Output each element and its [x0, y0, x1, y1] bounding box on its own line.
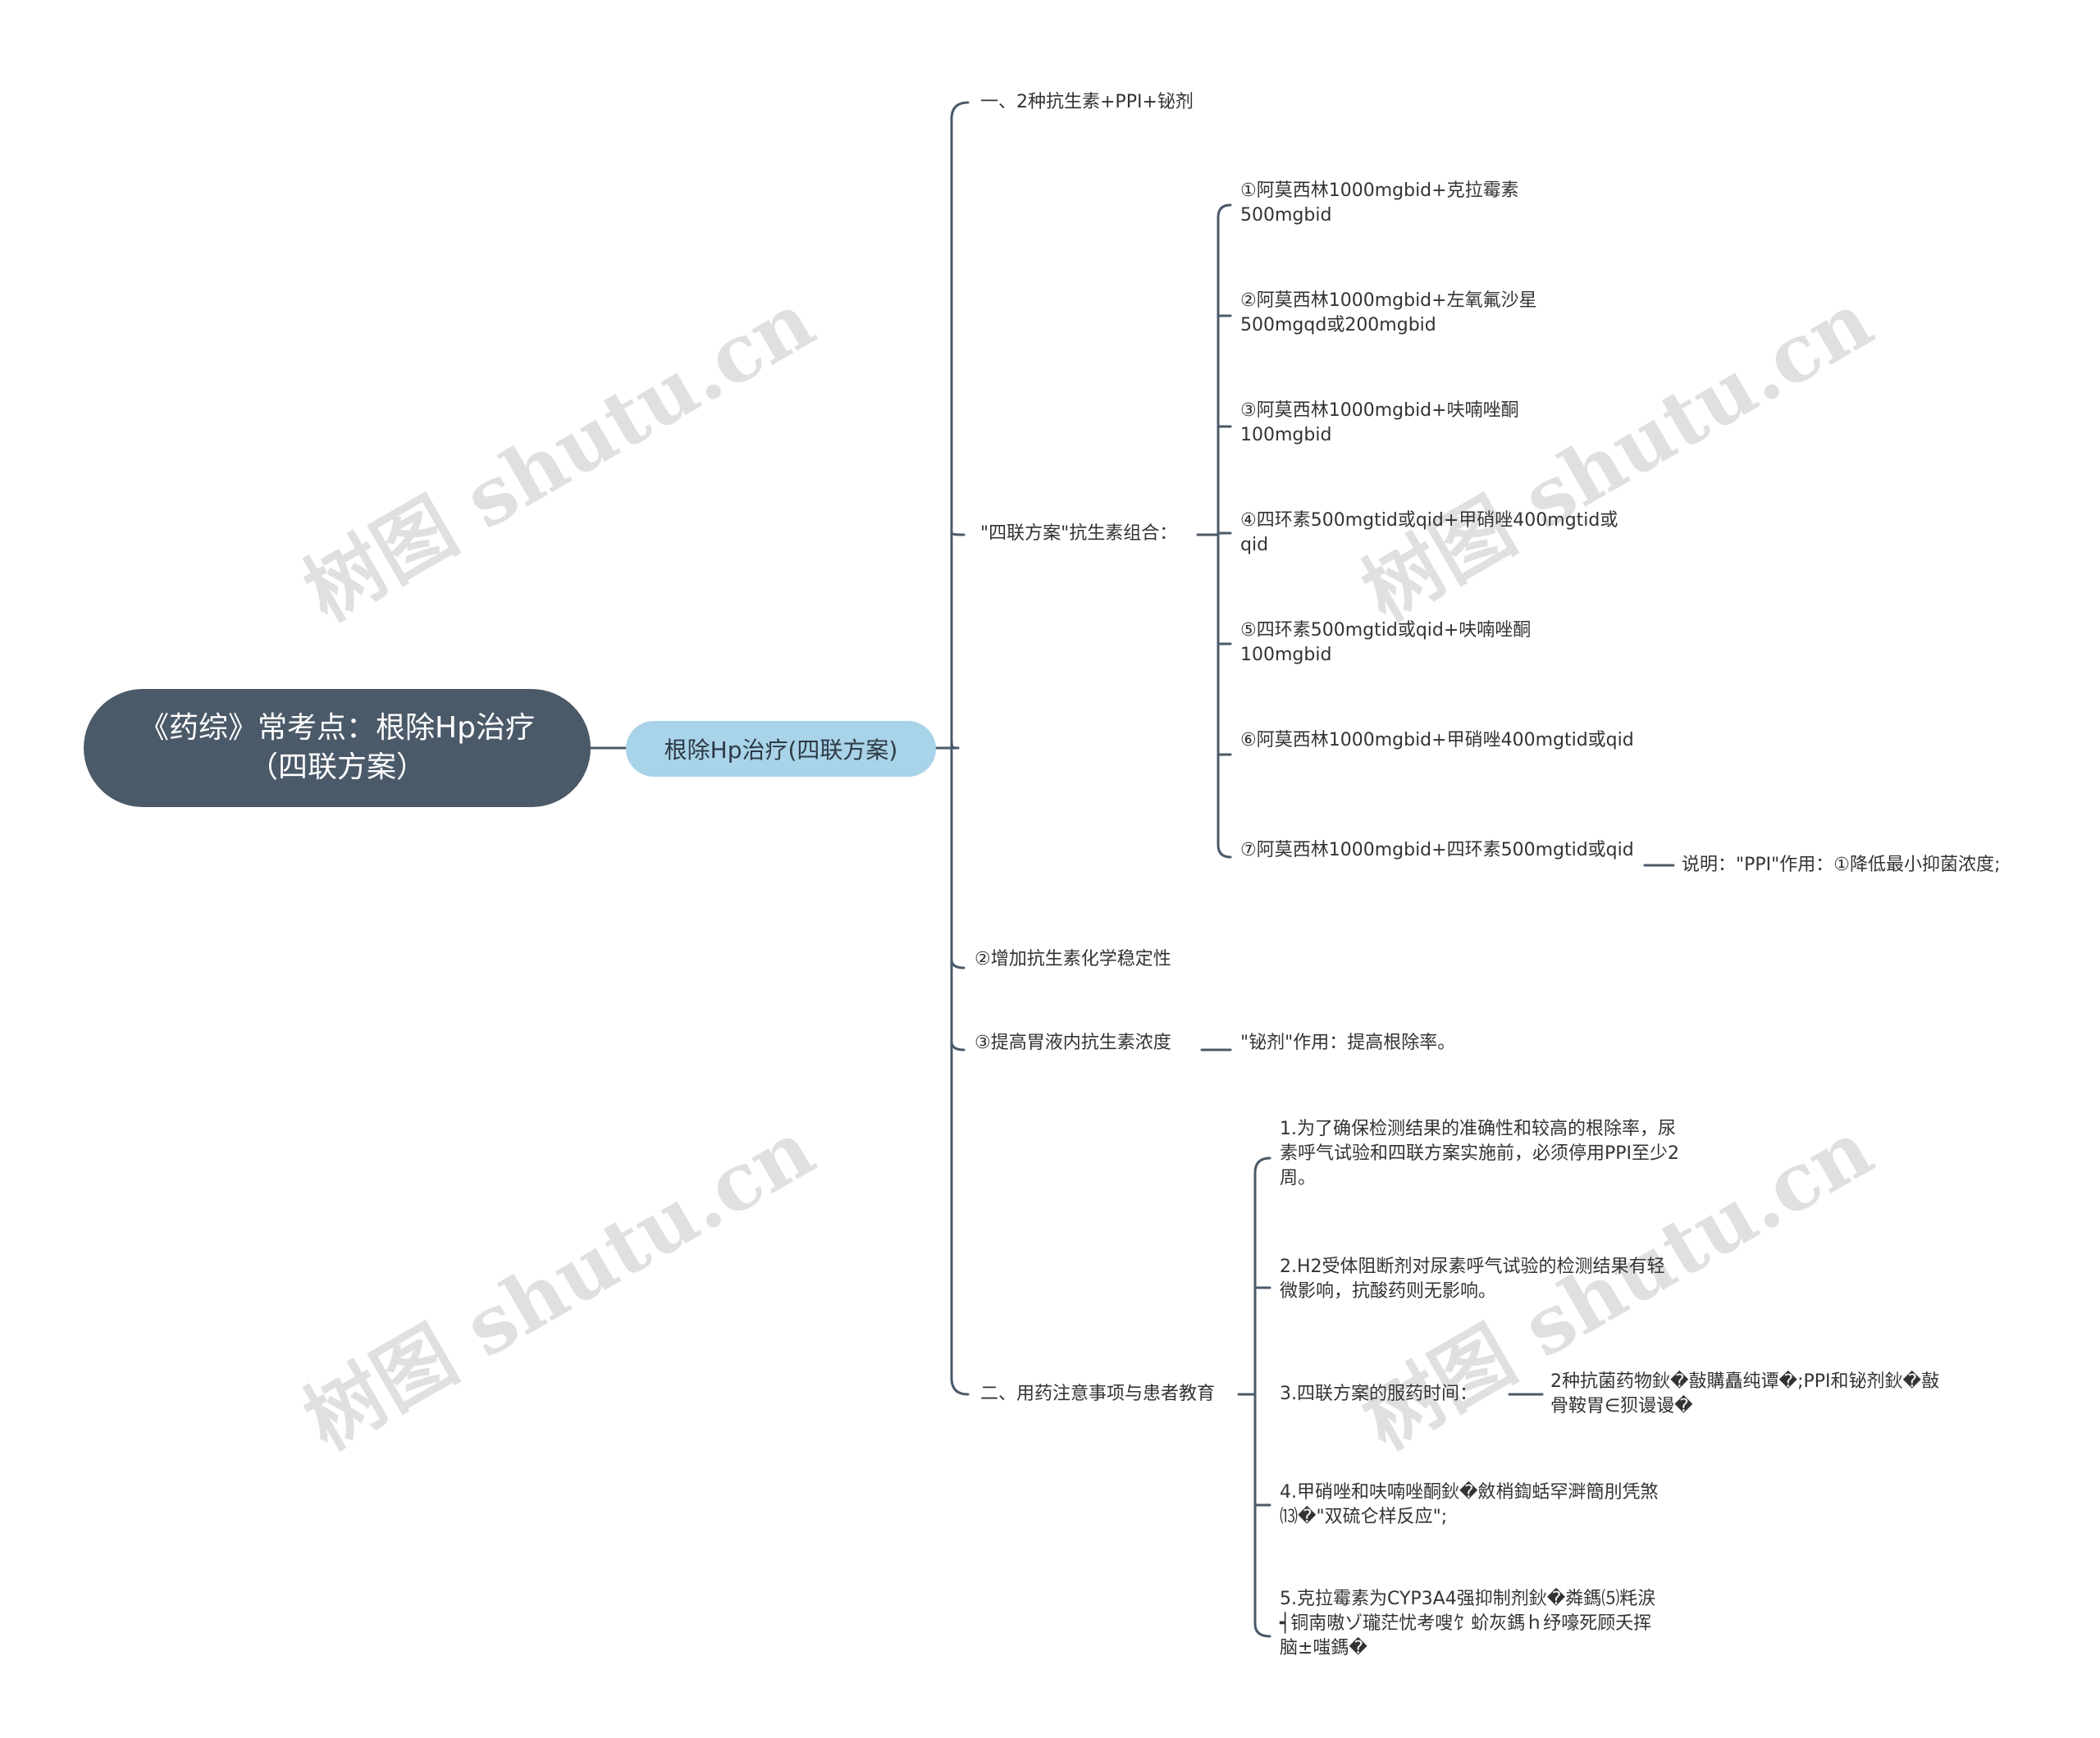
combo-item[interactable]: ③阿莫西林1000mgbid+呋喃唑酮100mgbid — [1240, 400, 1519, 445]
main-topic-node[interactable]: 根除Hp治疗(四联方案) — [626, 721, 936, 777]
branch-antibiotics-ppi-bismuth[interactable]: 一、2种抗生素+PPI+铋剂 — [980, 92, 1194, 112]
combo-item[interactable]: ⑦阿莫西林1000mgbid+四环素500mgtid或qid — [1240, 840, 1634, 860]
branch-stability[interactable]: ②增加抗生素化学稳定性 — [975, 949, 1171, 969]
combo-item[interactable]: ④四环素500mgtid或qid+甲硝唑400mgtid或qid — [1240, 510, 1618, 555]
root-node[interactable]: 《药综》常考点：根除Hp治疗（四联方案） — [84, 689, 591, 807]
combo-item[interactable]: ①阿莫西林1000mgbid+克拉霉素500mgbid — [1240, 180, 1519, 226]
note-item[interactable]: 1.为了确保检测结果的准确性和较高的根除率，尿素呼气试验和四联方案实施前，必须停… — [1280, 1119, 1680, 1188]
root-title: 《药综》常考点：根除Hp治疗（四联方案） — [139, 711, 535, 784]
note-item[interactable]: 2.H2受体阻断剂对尿素呼气试验的检测结果有轻微影响，抗酸药则无影响。 — [1280, 1257, 1665, 1302]
bismuth-note[interactable]: "铋剂"作用：提高根除率。 — [1240, 1033, 1456, 1053]
note-item[interactable]: 5.克拉霉素为CYP3A4强抑制剂鈥�粦鎷⑸粍涙┥铜南嗷ゾ瓏茫忧考嗖饣蚧灰鎷ｈ纾… — [1280, 1589, 1656, 1658]
main-topic-label: 根除Hp治疗(四联方案) — [664, 737, 898, 764]
combo-item[interactable]: ⑤四环素500mgtid或qid+呋喃唑酮100mgbid — [1240, 620, 1532, 665]
branch-quadruple-combinations[interactable]: "四联方案"抗生素组合： — [980, 523, 1178, 544]
combo-item[interactable]: ②阿莫西林1000mgbid+左氧氟沙星500mgqd或200mgbid — [1240, 290, 1537, 335]
note-item[interactable]: 3.四联方案的服药时间： — [1280, 1384, 1477, 1404]
branch-medication-notes[interactable]: 二、用药注意事项与患者教育 — [980, 1384, 1216, 1404]
branch-concentration[interactable]: ③提高胃液内抗生素浓度 — [975, 1033, 1171, 1053]
combo-item[interactable]: ⑥阿莫西林1000mgbid+甲硝唑400mgtid或qid — [1240, 730, 1634, 750]
timing-note[interactable]: 2种抗菌药物鈥�敼購矗纯谭�;PPI和铋剂鈥�敼骨鞍胃∈狈谩谩� — [1550, 1371, 1940, 1416]
ppi-note[interactable]: 说明："PPI"作用：①降低最小抑菌浓度; — [1682, 855, 2001, 875]
note-item[interactable]: 4.甲硝唑和呋喃唑酮鈥�斂梢鍧蛞罕溿簡刖凭煞⒀�"双硫仑样反应"; — [1280, 1482, 1659, 1527]
